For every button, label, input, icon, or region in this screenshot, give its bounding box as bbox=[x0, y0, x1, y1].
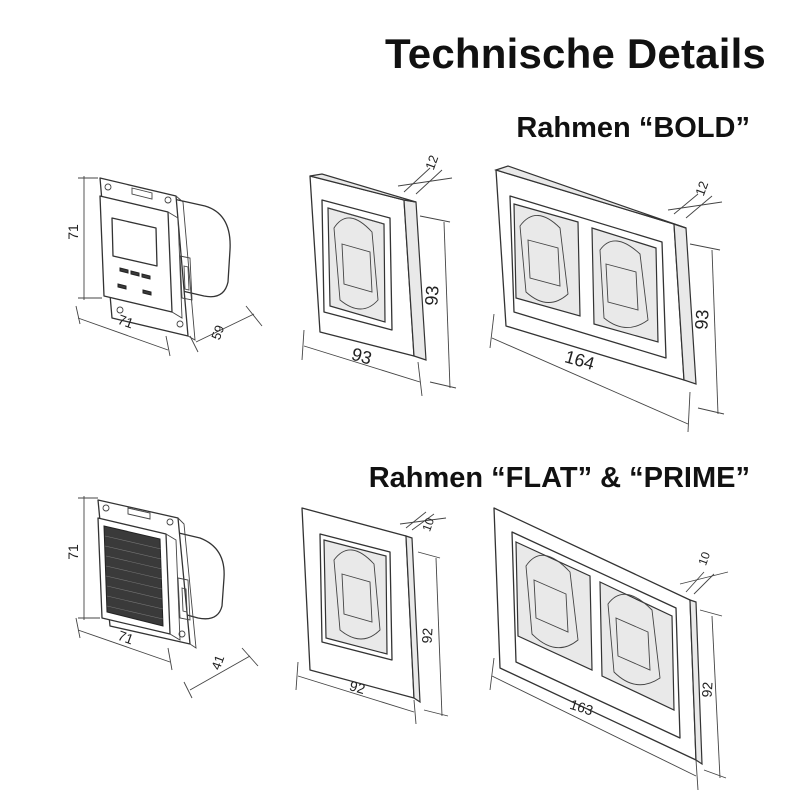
single-frame-width-label-bold: 93 bbox=[349, 344, 374, 369]
module-height-label-bold: 71 bbox=[65, 224, 81, 240]
section-title-flat-prime: Rahmen “FLAT” & “PRIME” bbox=[368, 462, 750, 494]
double-frame-depth-label-flat: 10 bbox=[695, 550, 713, 568]
single-frame-height-label-bold: 93 bbox=[421, 285, 442, 306]
double-frame-bold bbox=[494, 165, 697, 385]
single-frame-dimensions-flat: 10 92 92 bbox=[295, 511, 449, 725]
double-frame-width-label-flat: 163 bbox=[568, 696, 595, 719]
single-frame-flat bbox=[301, 507, 421, 704]
speaker-module bbox=[97, 499, 225, 649]
single-frame-depth-label-flat: 10 bbox=[419, 516, 437, 534]
module-depth-label-bold: 59 bbox=[208, 323, 227, 342]
module-dimensions-bold: 71 71 59 bbox=[65, 176, 263, 357]
page-title: Technische Details bbox=[385, 30, 766, 77]
module-width-label-flat-prime: 71 bbox=[116, 627, 136, 647]
single-frame-depth-label-bold: 12 bbox=[422, 153, 441, 172]
module-height-label-flat-prime: 71 bbox=[65, 544, 81, 560]
double-frame-height-label-flat: 92 bbox=[698, 681, 715, 698]
single-frame-bold bbox=[309, 173, 427, 361]
single-frame-width-label-flat: 92 bbox=[348, 677, 368, 697]
double-frame-flat bbox=[493, 507, 703, 766]
double-frame-depth-label-bold: 12 bbox=[692, 179, 711, 198]
single-frame-dimensions-bold: 12 93 93 bbox=[301, 153, 457, 397]
module-dimensions-flat-prime: 71 71 41 bbox=[65, 496, 259, 699]
module-width-label-bold: 71 bbox=[116, 311, 136, 331]
section-title-bold: Rahmen “BOLD” bbox=[516, 112, 750, 144]
module-depth-label-flat-prime: 41 bbox=[208, 653, 227, 672]
double-frame-height-label-bold: 93 bbox=[691, 309, 712, 330]
double-frame-dimensions-flat: 10 92 163 bbox=[489, 550, 729, 791]
radio-module-display bbox=[99, 177, 231, 341]
single-frame-height-label-flat: 92 bbox=[418, 627, 435, 644]
